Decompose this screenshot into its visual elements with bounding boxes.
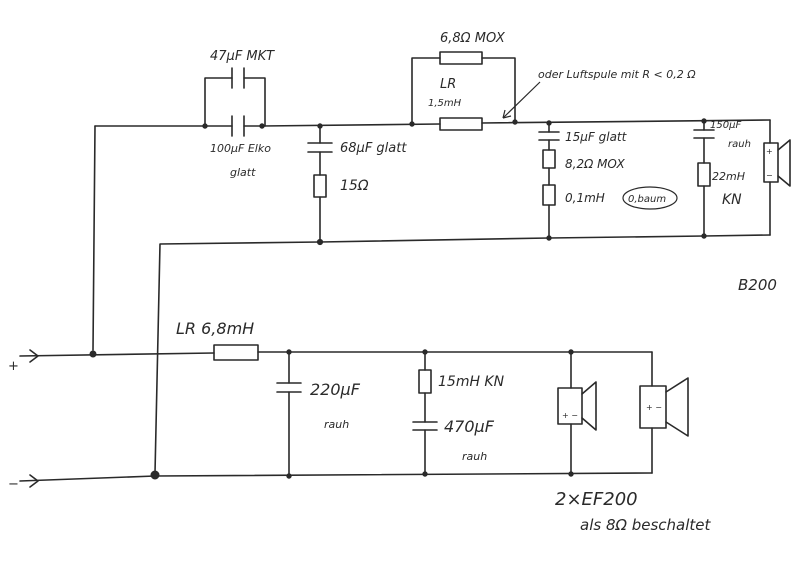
- resistor-8-2-mox: [542, 149, 556, 169]
- capacitor-15uf: [538, 131, 560, 141]
- label-r-mox-top: 6,8Ω MOX: [440, 31, 506, 46]
- label-c-150-type: rauh: [728, 139, 751, 150]
- label-c-68: 68µF glatt: [340, 141, 407, 156]
- capacitor-220uf: [276, 382, 302, 393]
- woofer-speaker-2-icon: + −: [639, 377, 689, 437]
- label-c-470: 470µF: [444, 417, 495, 436]
- capacitor-470uf: [412, 421, 438, 431]
- capacitor-100uf: [231, 115, 245, 137]
- capacitor-150uf: [693, 129, 715, 139]
- label-l-22: 22mH: [712, 170, 745, 183]
- resistor-6-8-mox: [439, 51, 483, 65]
- label-lr-bottom: LR 6,8mH: [176, 319, 254, 338]
- upper-wiring: [92, 57, 771, 474]
- capacitor-47uf: [231, 67, 245, 89]
- label-lr-top: LR: [440, 77, 456, 92]
- tweeter-speaker-icon: + −: [763, 139, 791, 187]
- svg-text:+ −: + −: [562, 411, 578, 420]
- inductor-lr-6-8mh: [213, 344, 259, 361]
- l-01-note-outline: [622, 186, 678, 210]
- woofer-speaker-1-icon: + −: [557, 381, 597, 431]
- junction-dots: [89, 118, 707, 480]
- svg-text:+ −: + −: [646, 403, 662, 412]
- label-air-coil-note: oder Luftspule mit R < 0,2 Ω: [538, 68, 696, 81]
- label-c-elko: 100µF Elko: [210, 142, 271, 155]
- label-speaker-note-1: 2×EF200: [555, 489, 638, 510]
- label-c-150: 150µF: [710, 120, 741, 131]
- label-l-01-note: 0,baum: [628, 194, 666, 205]
- label-r-15: 15Ω: [340, 178, 369, 194]
- label-b200: B200: [738, 276, 777, 294]
- resistor-15-ohm: [313, 174, 327, 198]
- label-c-15: 15µF glatt: [565, 130, 628, 144]
- label-c-470-type: rauh: [462, 450, 487, 463]
- inductor-15mh: [418, 369, 432, 394]
- inductor-lr-1-5mh: [439, 117, 483, 131]
- label-c-220-type: rauh: [324, 418, 349, 431]
- label-c-elko-type: glatt: [230, 166, 256, 179]
- svg-text:+: +: [766, 147, 773, 156]
- label-kn-top: KN: [722, 192, 742, 208]
- capacitor-68uf: [307, 142, 333, 153]
- label-c-220: 220µF: [310, 380, 361, 399]
- label-r-82: 8,2Ω MOX: [565, 157, 626, 171]
- arrow-air-coil-note: [502, 81, 541, 119]
- label-c-mkt: 47µF MKT: [210, 49, 275, 64]
- label-plus: +: [8, 359, 19, 374]
- label-minus: −: [8, 477, 19, 492]
- label-l-15: 1,5mH: [428, 98, 462, 109]
- label-l-15mh: 15mH KN: [438, 374, 505, 390]
- inductor-0-1mh: [542, 184, 556, 206]
- label-l-01: 0,1mH: [565, 191, 605, 205]
- input-terminals: [29, 349, 39, 488]
- svg-text:−: −: [766, 171, 773, 180]
- label-speaker-note-2: als 8Ω beschaltet: [580, 516, 712, 534]
- inductor-22mh: [697, 162, 711, 187]
